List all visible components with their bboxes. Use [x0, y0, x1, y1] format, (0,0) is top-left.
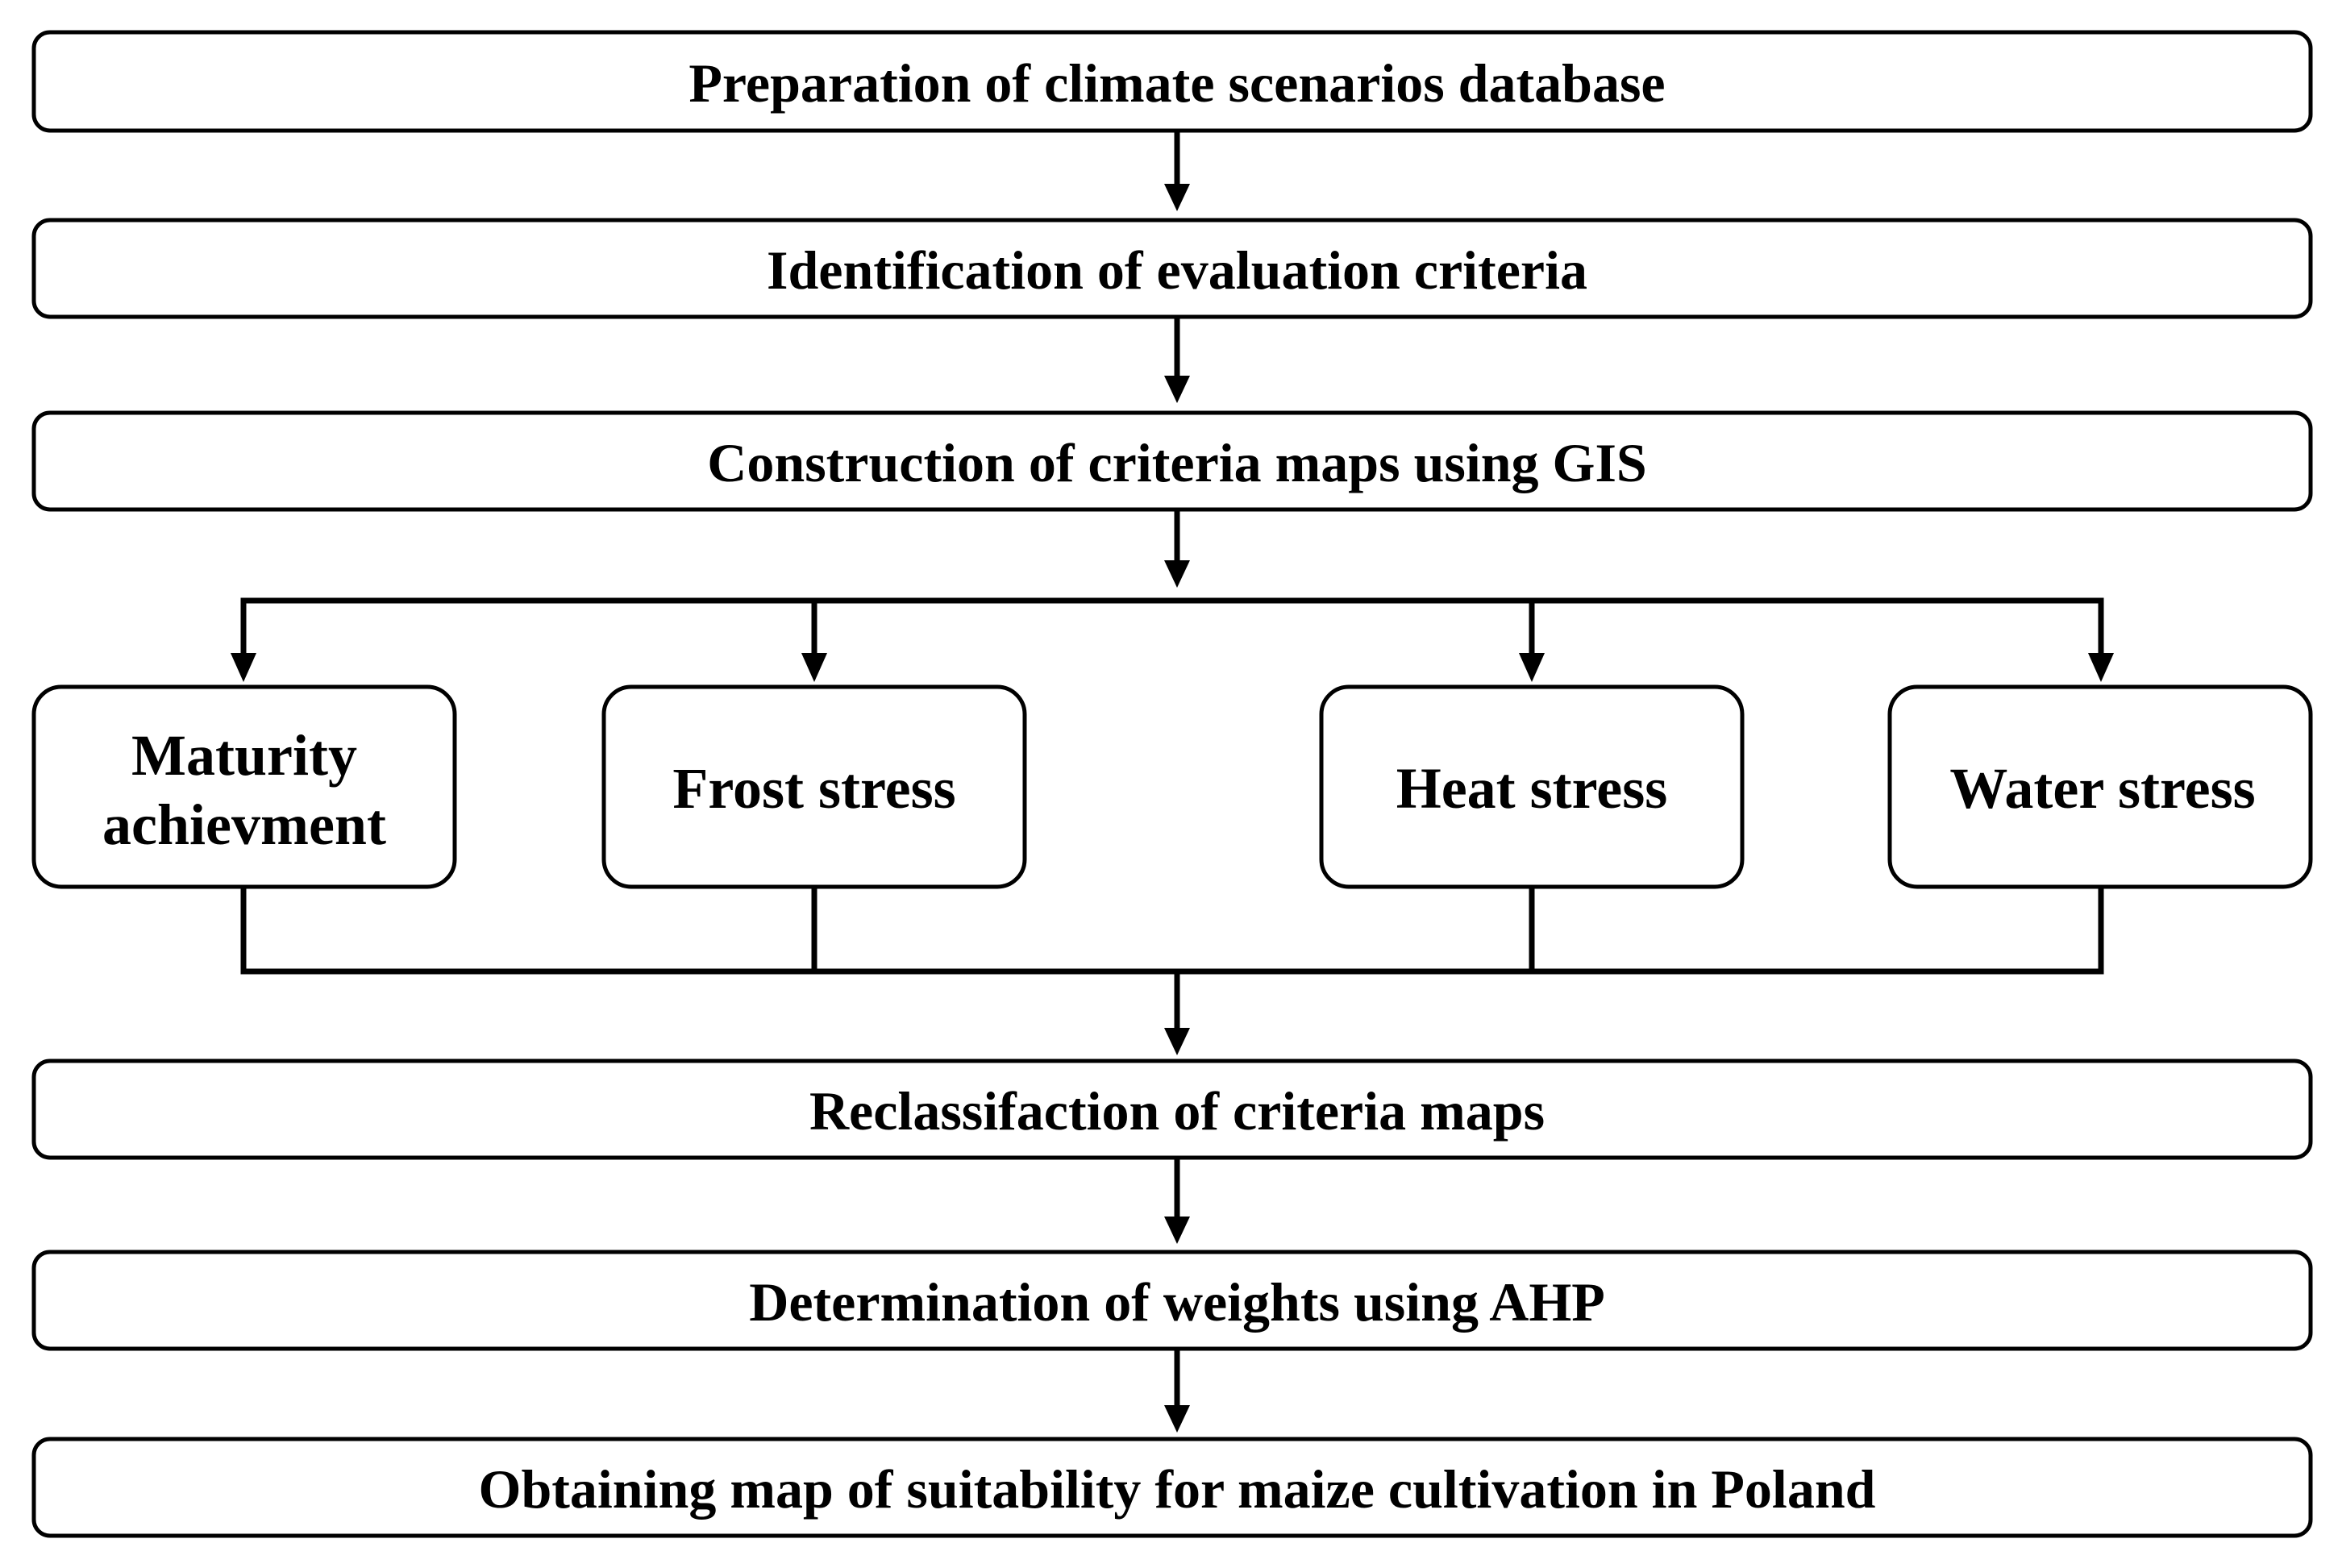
step-box-identification: Identification of evaluation criteria [31, 218, 2313, 319]
step-box-determination: Determination of weights using AHP [31, 1250, 2313, 1351]
criterion-label-frost: Frost stress [672, 756, 955, 821]
arrow-down [1164, 968, 1190, 1055]
arrow-down [1164, 509, 1190, 588]
step-label-construction: Construction of criteria maps using GIS [707, 432, 1646, 493]
criterion-box-maturity: Maturity achievment [31, 684, 457, 889]
step-label-obtaining-map: Obtaining map of suitability for maize c… [479, 1458, 1876, 1520]
criterion-label-water: Water stress [1949, 756, 2255, 821]
arrow-down [1164, 130, 1190, 211]
criterion-label-heat: Heat stress [1396, 756, 1668, 821]
step-label-determination: Determination of weights using AHP [749, 1271, 1605, 1333]
branch-connector-top [231, 597, 2114, 682]
step-box-obtaining-map: Obtaining map of suitability for maize c… [31, 1437, 2313, 1538]
step-box-construction: Construction of criteria maps using GIS [31, 410, 2313, 512]
arrow-down [1164, 1348, 1190, 1433]
step-box-reclassification: Reclassifaction of criteria maps [31, 1059, 2313, 1160]
criterion-box-frost: Frost stress [601, 684, 1027, 889]
step-label-identification: Identification of evaluation criteria [767, 239, 1587, 301]
step-label-preparation: Preparation of climate scenarios databas… [689, 52, 1665, 114]
criterion-box-heat: Heat stress [1319, 684, 1745, 889]
step-label-reclassification: Reclassifaction of criteria maps [809, 1080, 1545, 1142]
step-box-preparation: Preparation of climate scenarios databas… [31, 30, 2313, 133]
criterion-box-water: Water stress [1887, 684, 2313, 889]
criterion-label-maturity-line1: Maturity [131, 723, 357, 788]
arrow-down [1164, 1157, 1190, 1244]
arrow-down [1164, 316, 1190, 403]
branch-connector-bottom [240, 886, 2104, 975]
criterion-label-maturity-line2: achievment [102, 792, 386, 857]
